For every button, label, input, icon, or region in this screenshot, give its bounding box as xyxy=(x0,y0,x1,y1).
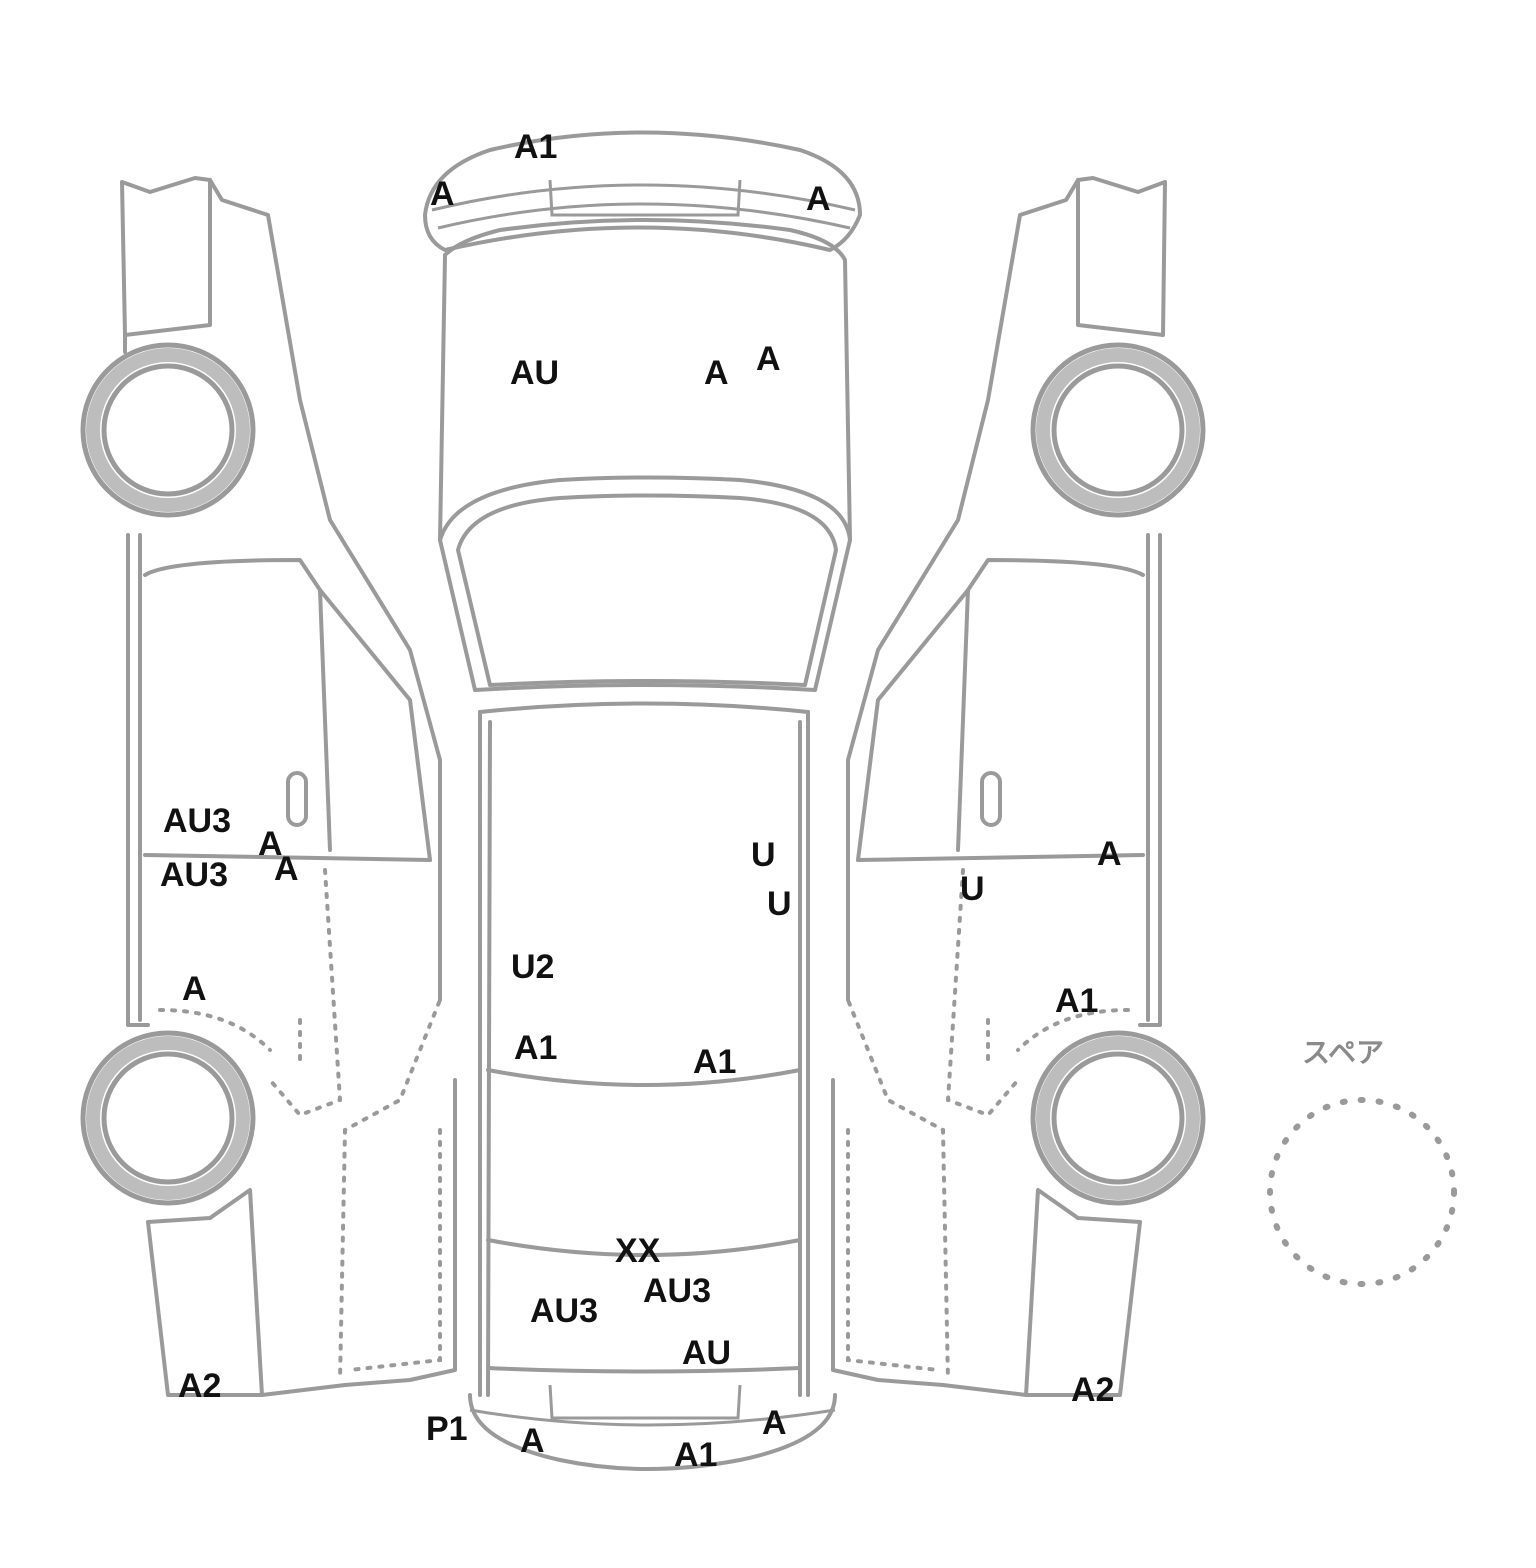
car-right-side-outline xyxy=(831,176,1167,1397)
right-front-wheel xyxy=(1030,342,1206,518)
damage-mark: AU3 xyxy=(530,1292,598,1330)
damage-mark: U xyxy=(960,870,985,908)
right-rear-wheel xyxy=(1030,1030,1206,1206)
damage-mark: AU xyxy=(510,354,559,392)
damage-mark: U2 xyxy=(511,948,554,986)
damage-mark: A xyxy=(806,180,831,218)
damage-mark: A2 xyxy=(1071,1371,1114,1409)
damage-mark: A xyxy=(1097,835,1122,873)
damage-mark: A1 xyxy=(514,128,557,166)
damage-mark: AU3 xyxy=(163,802,231,840)
damage-mark: U xyxy=(751,836,776,874)
car-top-view-outline xyxy=(423,130,862,1471)
damage-mark: A1 xyxy=(693,1043,736,1081)
damage-mark: A1 xyxy=(514,1029,557,1067)
damage-mark: AU3 xyxy=(160,856,228,894)
damage-mark: A1 xyxy=(1055,982,1098,1020)
damage-mark: A xyxy=(430,175,455,213)
car-left-side-outline xyxy=(120,176,457,1397)
spare-tire-circle xyxy=(1267,1097,1457,1287)
damage-mark: AU xyxy=(682,1334,731,1372)
damage-marks: A1 A A AU A A AU3 AU3 A A A A2 U U U2 A1… xyxy=(160,128,1122,1474)
left-rear-wheel xyxy=(80,1030,256,1206)
damage-mark: XX xyxy=(615,1232,661,1270)
damage-mark: U xyxy=(767,885,792,923)
damage-mark: A xyxy=(704,354,729,392)
damage-mark: P1 xyxy=(426,1410,468,1448)
damage-mark: AU3 xyxy=(643,1272,711,1310)
left-front-wheel xyxy=(80,342,256,518)
damage-mark: A xyxy=(756,340,781,378)
damage-mark: A2 xyxy=(178,1367,221,1405)
spare-tire: スペア xyxy=(1267,1036,1457,1287)
spare-label: スペア xyxy=(1302,1036,1384,1069)
damage-mark: A xyxy=(762,1404,787,1442)
damage-mark: A xyxy=(182,970,207,1008)
damage-mark: A xyxy=(274,850,299,888)
damage-mark: A xyxy=(520,1422,545,1460)
damage-mark: A xyxy=(258,825,283,863)
damage-mark: A1 xyxy=(674,1436,717,1474)
